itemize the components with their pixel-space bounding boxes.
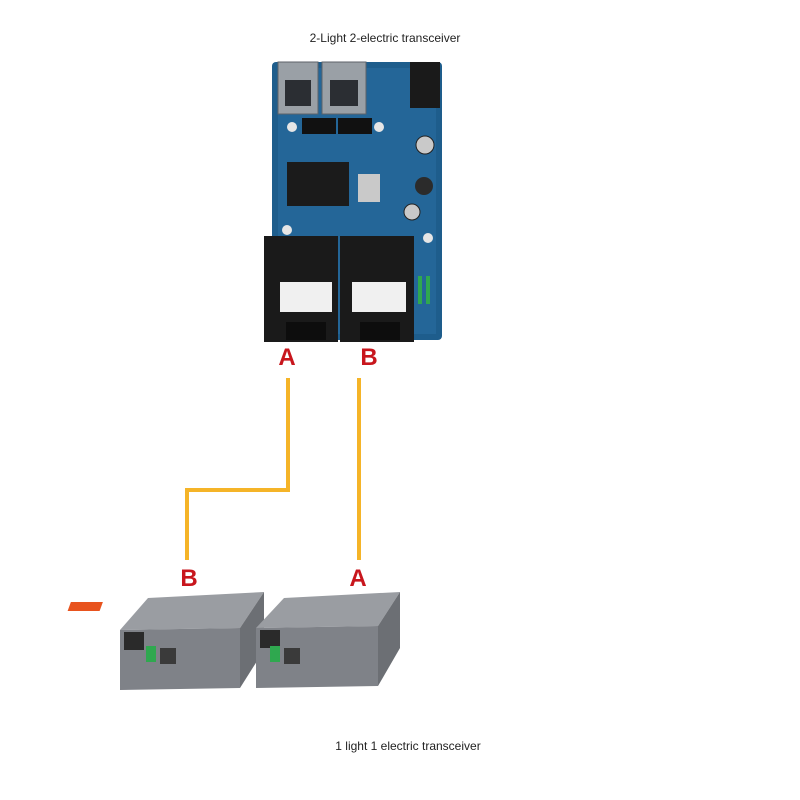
fiber-cable-a-to-b — [185, 378, 290, 560]
status-led — [418, 276, 422, 304]
rj45-port-left — [277, 61, 319, 115]
brand-badge — [67, 602, 103, 611]
crystal — [358, 174, 380, 202]
converter-port-label-b: B — [180, 565, 198, 592]
fiber-port — [124, 632, 144, 650]
converter-port-label-a: A — [349, 565, 367, 592]
transformer-chip — [302, 118, 336, 134]
capacitor — [415, 135, 435, 155]
mounting-hole — [423, 233, 433, 243]
mounting-hole — [282, 225, 292, 235]
status-led — [426, 276, 430, 304]
mounting-hole — [374, 122, 384, 132]
transformer-chip — [338, 118, 372, 134]
rj45-port-right — [321, 61, 367, 115]
inductor — [415, 177, 433, 195]
dual-port-transceiver-board — [264, 61, 442, 342]
rj45-port — [160, 648, 176, 664]
main-chip — [287, 162, 349, 206]
fiber-module-b — [340, 236, 414, 342]
fiber-port — [260, 630, 280, 648]
capacitor — [403, 203, 421, 221]
board-port-label-b: B — [360, 344, 378, 371]
board-port-label-a: A — [278, 344, 296, 371]
bottom-caption: 1 light 1 electric transceiver — [335, 739, 481, 753]
media-converter-left — [120, 592, 264, 690]
top-caption: 2-Light 2-electric transceiver — [309, 31, 461, 45]
rj45-port — [284, 648, 300, 664]
fiber-module-a — [264, 236, 338, 342]
mounting-hole — [287, 122, 297, 132]
power-jack — [410, 62, 440, 108]
power-connector — [270, 646, 280, 662]
media-converter-right — [67, 592, 400, 688]
power-connector — [146, 646, 156, 662]
